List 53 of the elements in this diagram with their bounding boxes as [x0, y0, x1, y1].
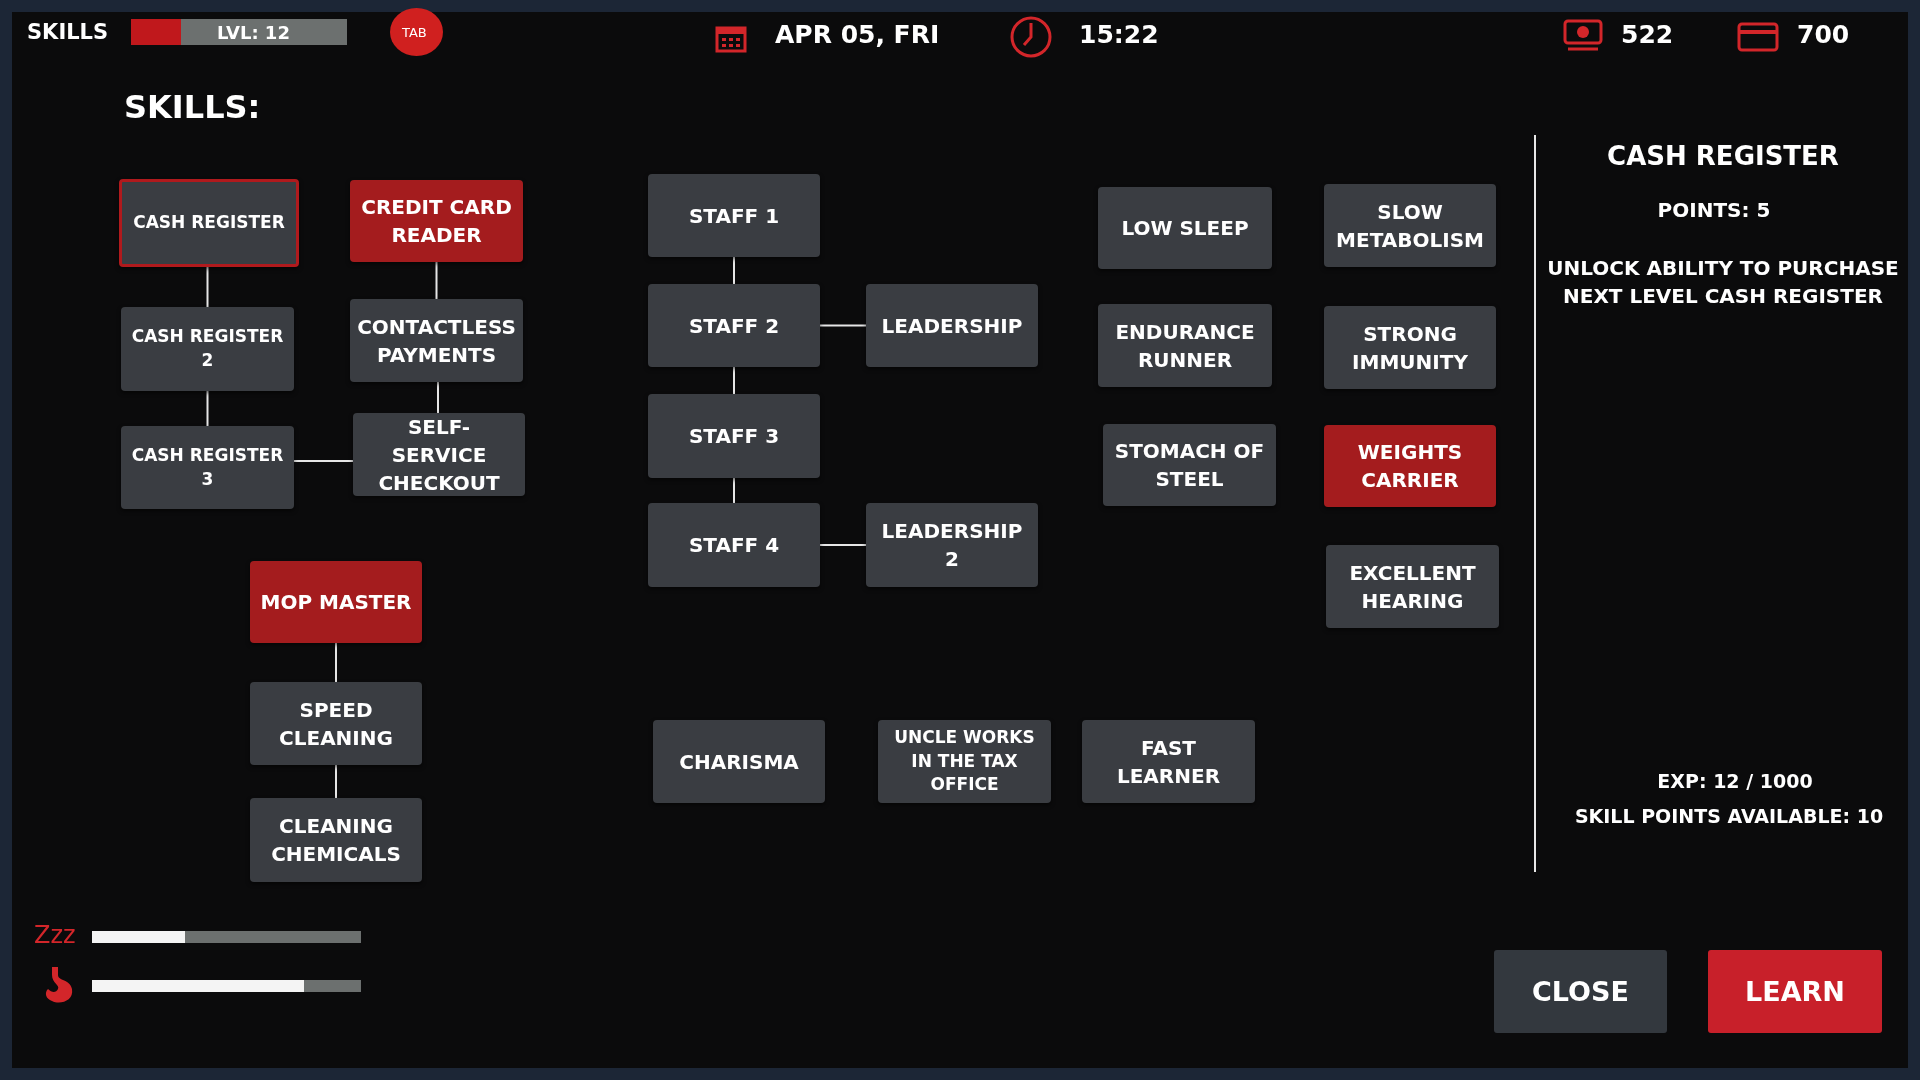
- skill-box: CLEANING CHEMICALS: [250, 798, 422, 882]
- points-text: POINTS: 5: [1656, 197, 1772, 224]
- connector-line: [437, 381, 439, 414]
- skill-box: FAST LEARNER: [1082, 720, 1255, 803]
- skill-box: CREDIT CARD READER: [350, 180, 523, 262]
- skill-box: CONTACTLESS PAYMENTS: [350, 299, 523, 382]
- skill-points-text: SKILL POINTS AVAILABLE: 10: [1573, 804, 1885, 829]
- skill-box: UNCLE WORKS IN THE TAX OFFICE: [878, 720, 1051, 803]
- skill-box: LOW SLEEP: [1098, 187, 1272, 269]
- connector-line: [335, 642, 337, 683]
- time-text: 15:22: [1079, 20, 1159, 49]
- skill-box: MOP MASTER: [250, 561, 422, 643]
- connector-line: [819, 324, 867, 327]
- connector-line: [206, 266, 209, 308]
- sleep-label: Zzz: [34, 921, 76, 949]
- connector-line: [293, 460, 354, 462]
- card-amount: 700: [1797, 20, 1850, 49]
- skill-box: SELF-SERVICE CHECKOUT: [353, 413, 525, 496]
- skill-box: STAFF 2: [648, 284, 820, 367]
- level-text: LVL: 12: [217, 22, 290, 43]
- selected-skill-box: CASH REGISTER: [119, 179, 299, 267]
- skill-box: SPEED CLEANING: [250, 682, 422, 765]
- key-hint: TAB: [402, 25, 427, 40]
- skill-box: STOMACH OF STEEL: [1103, 424, 1276, 506]
- description-text: UNLOCK ABILITY TO PURCHASE NEXT LEVEL CASH REGISTER: [1546, 255, 1900, 310]
- heading: SKILLS:: [124, 88, 261, 126]
- skill-box: ENDURANCE RUNNER: [1098, 304, 1272, 387]
- connector-line: [733, 477, 735, 504]
- skill-box: STAFF 3: [648, 394, 820, 478]
- connector-line: [733, 256, 735, 285]
- connector-line: [206, 390, 209, 427]
- connector-line: [335, 764, 337, 799]
- connector-line: [819, 544, 867, 546]
- skill-box: SLOW METABOLISM: [1324, 184, 1496, 267]
- skill-box: LEADERSHIP 2: [866, 503, 1038, 587]
- close-button: CLOSE: [1494, 950, 1667, 1033]
- learn-button: LEARN: [1708, 950, 1882, 1033]
- skill-box: CASH REGISTER 3: [121, 426, 294, 509]
- screen-title: SKILLS: [27, 20, 109, 44]
- skill-box: STAFF 4: [648, 503, 820, 587]
- date-text: APR 05, FRI: [775, 20, 940, 49]
- skill-box: CHARISMA: [653, 720, 825, 803]
- skill-box: WEIGHTS CARRIER: [1324, 425, 1496, 507]
- skill-box: CASH REGISTER 2: [121, 307, 294, 391]
- cash-amount: 522: [1621, 20, 1674, 49]
- exp-text: EXP: 12 / 1000: [1656, 769, 1814, 794]
- skill-box: STAFF 1: [648, 174, 820, 257]
- connector-line: [733, 366, 735, 395]
- skill-box: LEADERSHIP: [866, 284, 1038, 367]
- connector-line: [435, 261, 438, 300]
- panel-heading: CASH REGISTER: [1606, 140, 1840, 173]
- skill-box: EXCELLENT HEARING: [1326, 545, 1499, 628]
- skill-box: STRONG IMMUNITY: [1324, 306, 1496, 389]
